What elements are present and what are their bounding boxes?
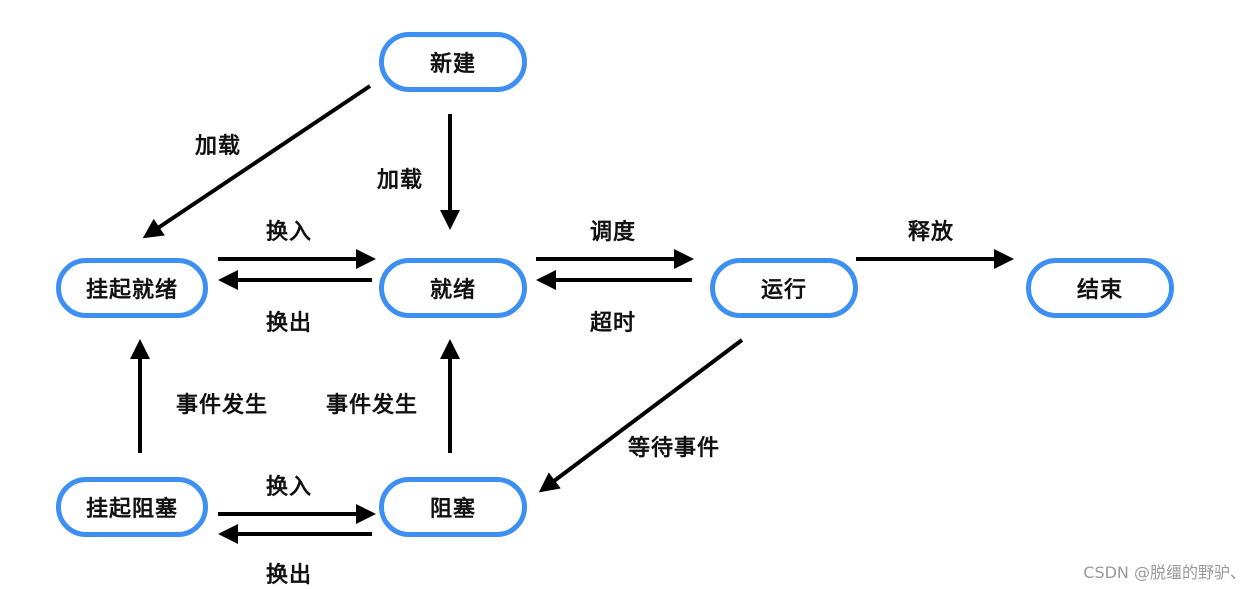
edge-label-load-left: 加载 (195, 134, 242, 159)
edge-label-swap-out-top: 换出 (266, 311, 313, 336)
node-blocked-label: 阻塞 (429, 497, 476, 522)
edge-label-swap-in-bottom: 换入 (266, 475, 313, 500)
edge-label-swap-in-top: 换入 (266, 220, 313, 245)
node-ready: 就绪 (379, 258, 527, 318)
edge-label-release: 释放 (908, 220, 955, 245)
edge-label-wait-event: 等待事件 (628, 436, 721, 461)
node-end: 结束 (1026, 258, 1174, 318)
node-suspend-blocked: 挂起阻塞 (56, 477, 208, 537)
node-running-label: 运行 (760, 278, 807, 303)
node-ready-label: 就绪 (429, 278, 476, 303)
node-suspend-blocked-label: 挂起阻塞 (85, 497, 178, 522)
node-end-label: 结束 (1076, 278, 1123, 303)
edge-label-swap-out-bottom: 换出 (266, 563, 313, 588)
node-suspend-ready: 挂起就绪 (56, 258, 208, 318)
edge-label-event-right: 事件发生 (326, 393, 419, 418)
arrow-running-to-blocked (538, 338, 744, 493)
edge-label-event-left: 事件发生 (176, 393, 269, 418)
node-blocked: 阻塞 (379, 477, 527, 537)
node-new-label: 新建 (429, 52, 476, 77)
node-new: 新建 (379, 32, 527, 92)
node-suspend-ready-label: 挂起就绪 (85, 278, 178, 303)
arrow-new-to-suspend-ready (142, 84, 372, 239)
watermark: CSDN @脱缰的野驴、 (1083, 563, 1246, 582)
node-running: 运行 (710, 258, 858, 318)
edge-label-load-down: 加载 (377, 168, 424, 193)
edge-label-dispatch: 调度 (590, 220, 637, 245)
edge-label-timeout: 超时 (590, 311, 637, 336)
